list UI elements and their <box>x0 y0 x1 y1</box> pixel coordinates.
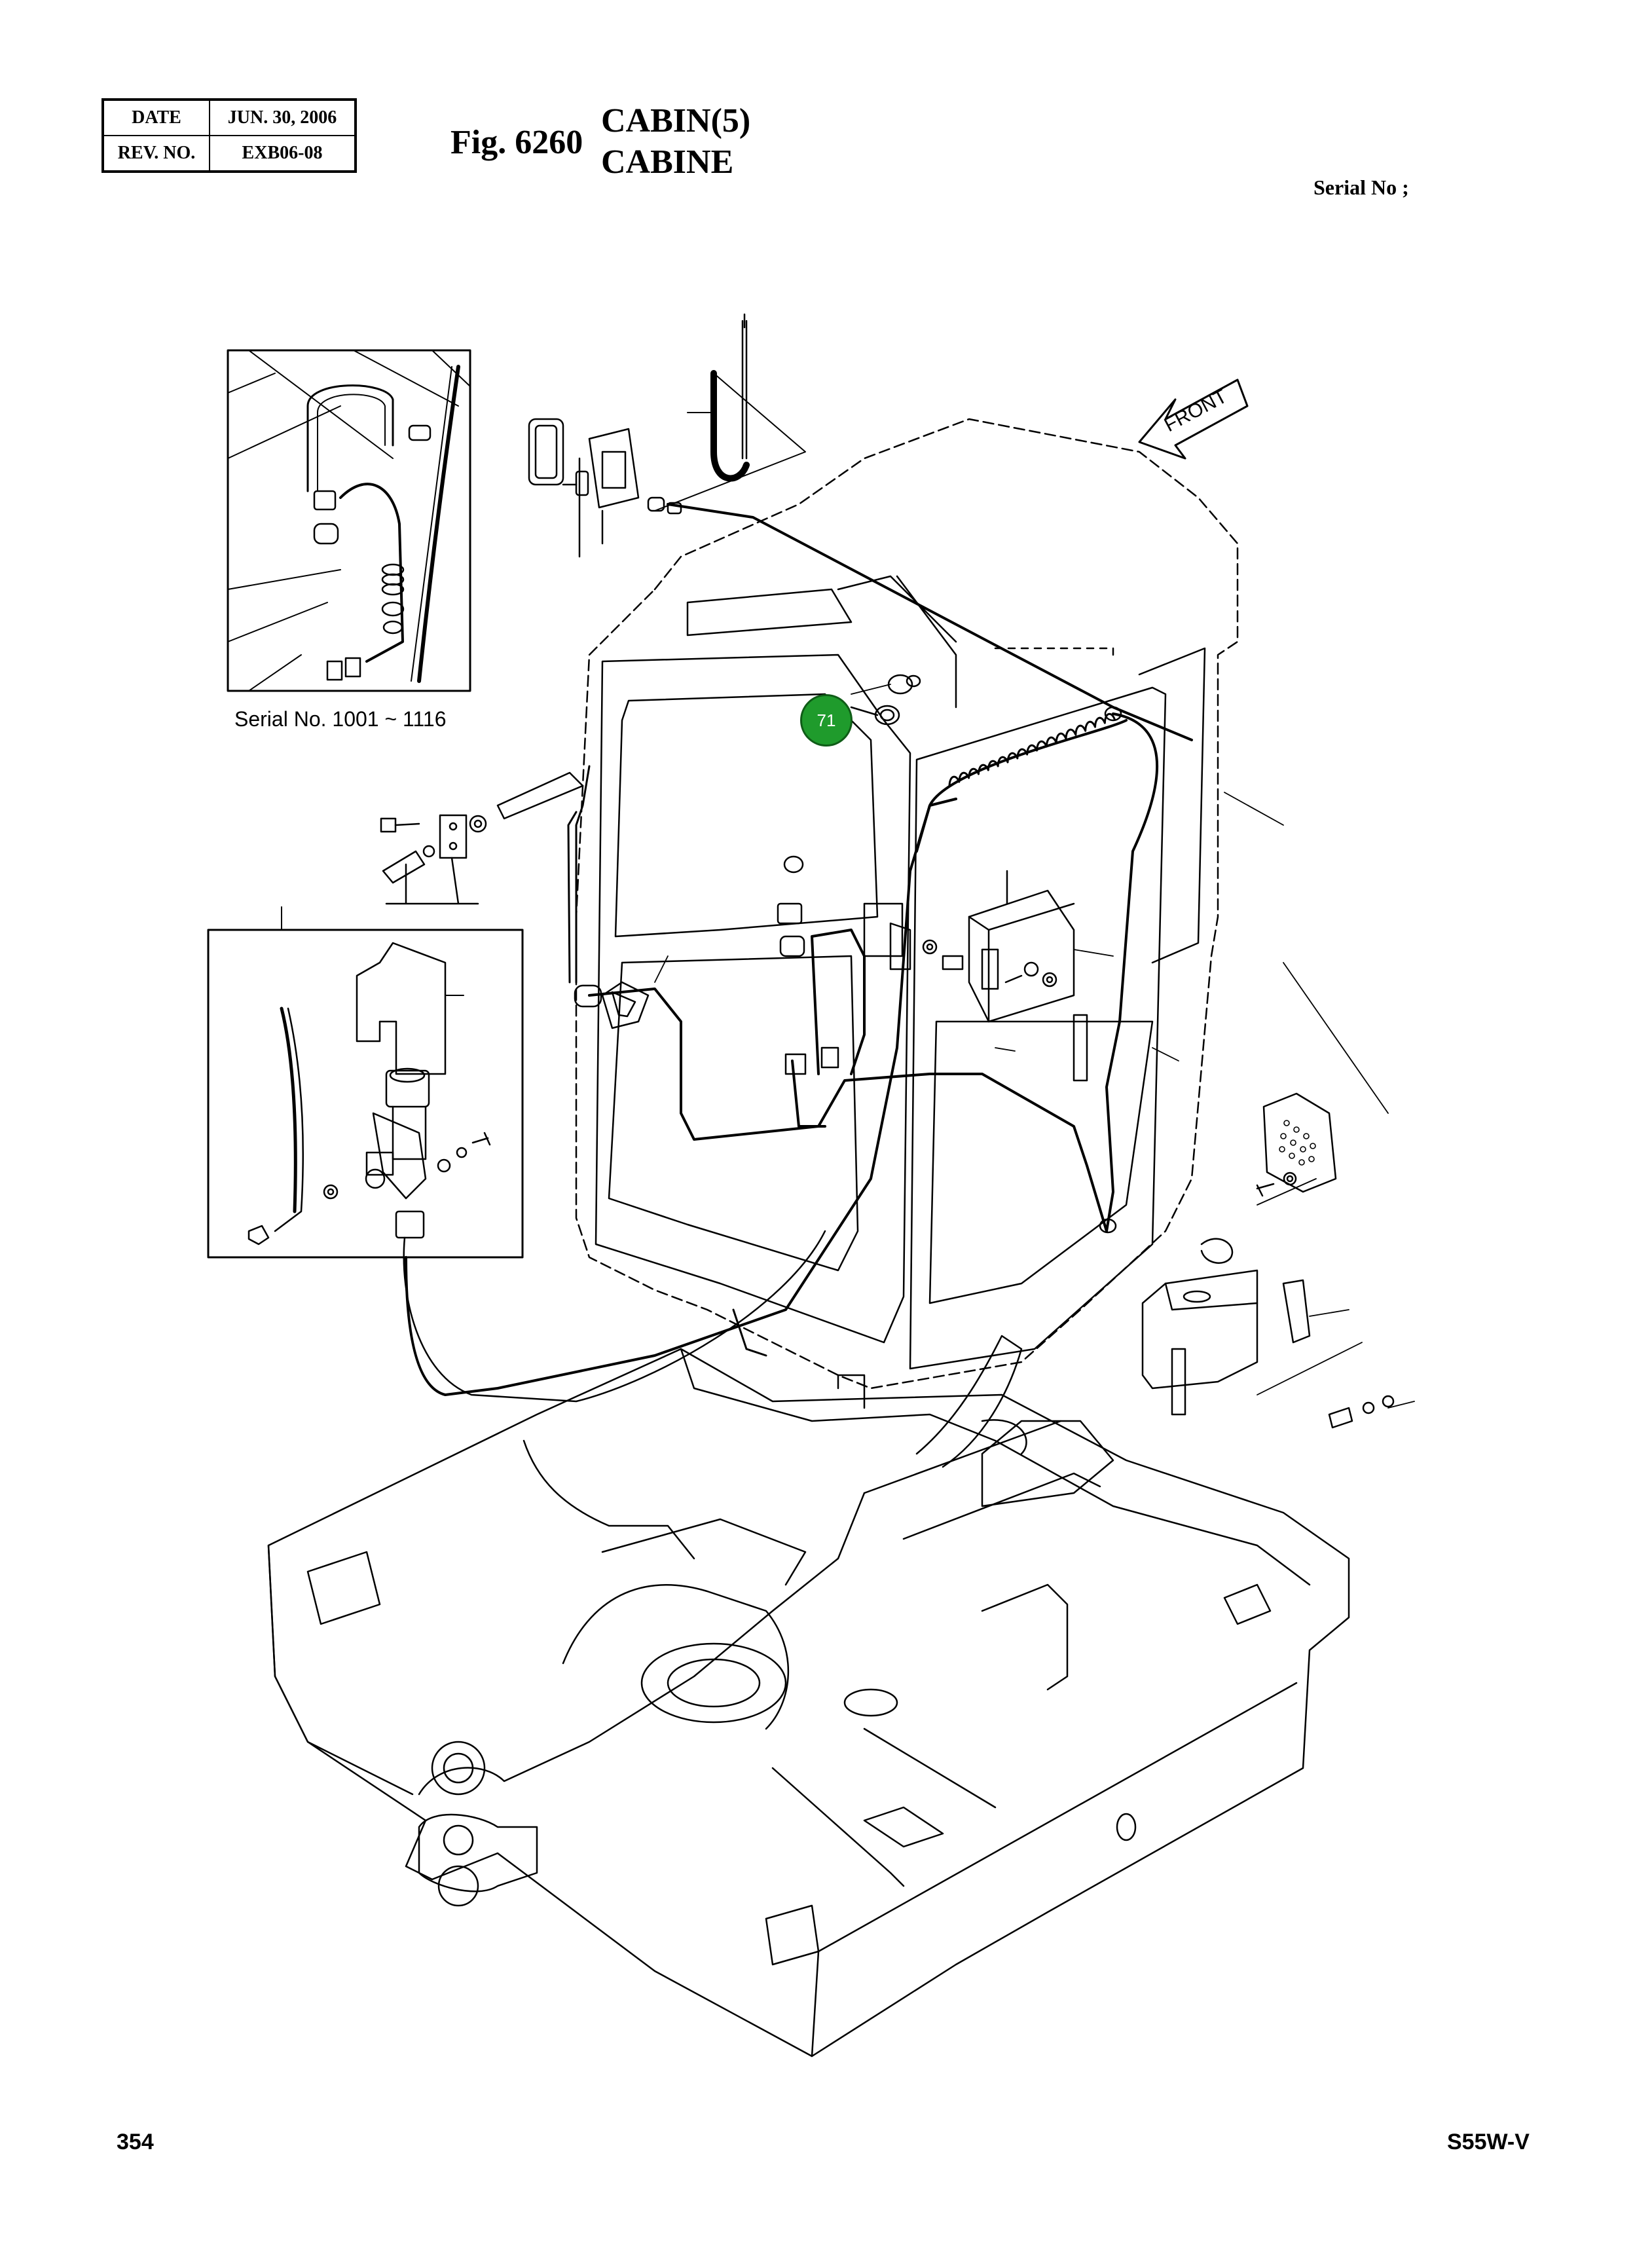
model-name: S55W-V <box>1447 2130 1530 2154</box>
machine-base-frame <box>267 1308 1350 2058</box>
front-arrow <box>1138 378 1249 460</box>
rev-label: REV. NO. <box>102 135 210 172</box>
revision-table: DATE JUN. 30, 2006 REV. NO. EXB06-08 <box>101 98 357 173</box>
coiled-cable <box>948 712 1116 787</box>
inset-wiper-motor <box>207 906 826 1403</box>
antenna-assembly <box>528 313 806 558</box>
wiring-harness <box>405 503 1193 1396</box>
inset-detail-upper <box>227 349 471 692</box>
inset-serial-caption: Serial No. 1001 ~ 1116 <box>234 707 447 731</box>
cabin-hardware <box>380 674 1122 1234</box>
date-label: DATE <box>102 99 210 136</box>
date-value: JUN. 30, 2006 <box>209 99 356 136</box>
figure-number: Fig. 6260 <box>450 124 583 161</box>
cabin-frame <box>575 418 1239 1390</box>
figure-title-en: CABIN(5) <box>601 102 751 139</box>
callout-71[interactable]: 71 <box>800 694 853 747</box>
leader-lines <box>654 684 1415 1409</box>
rev-value: EXB06-08 <box>209 135 356 172</box>
serial-label: Serial No ; <box>1313 175 1409 199</box>
page-number: 354 <box>117 2130 154 2154</box>
speaker-washer <box>1141 1092 1395 1429</box>
front-label: FRONT <box>1161 386 1231 437</box>
figure-title-fr: CABINE <box>601 143 734 181</box>
